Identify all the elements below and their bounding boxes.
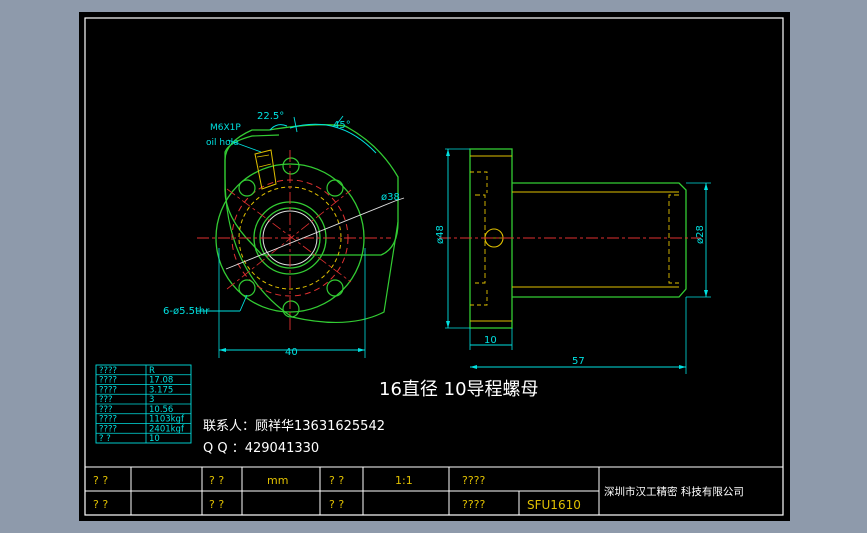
spec-value: 10: [149, 434, 160, 444]
spec-key: ????: [99, 376, 117, 386]
tb-r1-c5: 1:1: [395, 474, 413, 487]
oil-hole-label: oil hole: [206, 138, 239, 148]
angle-large-label: 45°: [333, 120, 351, 131]
spec-key: ????: [99, 385, 117, 395]
angle-small-label: 22.5°: [257, 111, 284, 122]
spec-key: ????: [99, 415, 117, 425]
part-number: SFU1610: [527, 498, 581, 512]
cad-drawing: M6X1P oil hole 22.5° 45° ø38 6-ø5.5thr 4…: [84, 17, 784, 516]
spec-value: 3: [149, 395, 154, 405]
title-block: [85, 466, 783, 515]
tb-r2-c1: ? ?: [93, 498, 108, 511]
front-view: [197, 115, 405, 358]
spec-value: 17.08: [149, 376, 173, 386]
flange-thick-label: 10: [484, 335, 497, 346]
spec-value: R: [149, 366, 155, 376]
thread-label: M6X1P: [210, 123, 241, 133]
qq-text: Q Q ：429041330: [203, 441, 319, 456]
tb-r2-c4: ????: [462, 498, 486, 511]
tb-r1-c2: ? ?: [209, 474, 224, 487]
spec-value: 1103kgf: [149, 415, 185, 425]
spec-key: ? ?: [99, 434, 111, 444]
drawing-border: [84, 17, 784, 516]
pcd-label: ø38: [381, 192, 400, 203]
tb-r1-c3: mm: [267, 474, 288, 487]
spec-key: ???: [99, 395, 113, 405]
spec-value: 2401kgf: [149, 424, 185, 434]
spec-key: ????: [99, 366, 117, 376]
tb-r1-c4: ? ?: [329, 474, 344, 487]
tb-r2-c3: ? ?: [329, 498, 344, 511]
tb-r1-c1: ? ?: [93, 474, 108, 487]
flange-dia-label: ø48: [435, 225, 446, 244]
tb-r2-c2: ? ?: [209, 498, 224, 511]
company-name: 深圳市汉工精密 科技有限公司: [604, 485, 744, 498]
total-length-label: 57: [572, 356, 585, 367]
spec-key: ???: [99, 405, 113, 415]
contact-text: 联系人：顾祥华13631625542: [203, 419, 385, 434]
body-dia-label: ø28: [695, 225, 706, 244]
spec-value: 3.175: [149, 385, 173, 395]
drawing-title: 16直径 10导程螺母: [379, 379, 539, 400]
drawing-canvas[interactable]: M6X1P oil hole 22.5° 45° ø38 6-ø5.5thr 4…: [79, 12, 790, 521]
side-view: [439, 148, 711, 374]
holes-label: 6-ø5.5thr: [163, 306, 210, 317]
spec-table: ???? R???? 17.08???? 3.175??? 3??? 10.56???? 1…: [95, 364, 192, 444]
tb-r1-c6: ????: [462, 474, 486, 487]
spec-value: 10.56: [149, 405, 173, 415]
width-front-label: 40: [285, 347, 298, 358]
spec-key: ????: [99, 424, 117, 434]
